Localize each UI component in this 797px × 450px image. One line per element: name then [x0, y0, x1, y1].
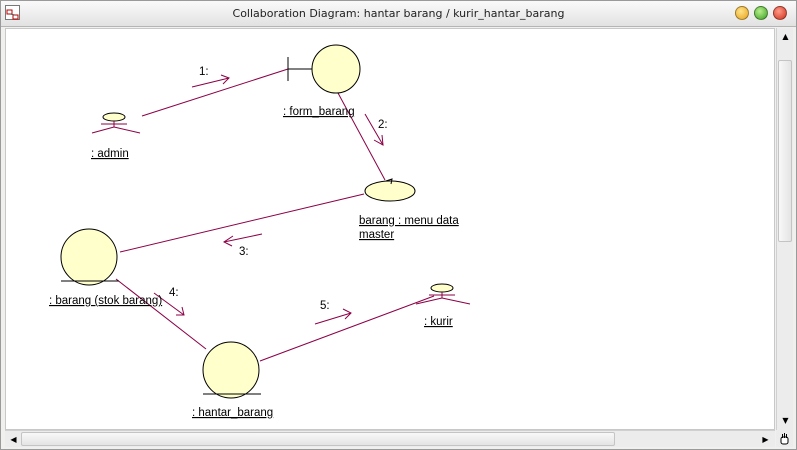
message-arrow-5[interactable] — [314, 308, 352, 325]
link-admin-form[interactable] — [141, 68, 289, 117]
diagram-window-icon[interactable] — [5, 5, 20, 20]
label-kurir: : kurir — [424, 316, 453, 328]
link-menu-stok[interactable] — [119, 193, 365, 253]
object-menu-data-master[interactable] — [364, 178, 416, 202]
message-arrow-2[interactable] — [364, 113, 384, 146]
object-form-barang[interactable] — [287, 44, 361, 94]
label-stok-barang: : barang (stok barang) — [49, 295, 162, 307]
window-title: Collaboration Diagram: hantar barang / k… — [232, 7, 565, 20]
message-label-4: 4: — [169, 287, 179, 299]
label-hantar-barang: : hantar_barang — [192, 407, 273, 419]
arrow-left-icon[interactable]: ◀ — [10, 435, 17, 444]
close-button[interactable] — [773, 6, 787, 20]
maximize-button[interactable] — [754, 6, 768, 20]
message-label-5: 5: — [320, 300, 330, 312]
label-admin: : admin — [91, 148, 129, 160]
link-form-menu[interactable] — [337, 92, 386, 181]
diagram-canvas[interactable]: : admin : form_barang barang : menu data… — [5, 28, 775, 430]
link-hantar-kurir[interactable] — [259, 295, 435, 362]
message-arrow-4[interactable] — [153, 292, 185, 316]
vertical-scroll-thumb[interactable] — [778, 60, 792, 242]
arrow-up-icon[interactable]: ▲ — [782, 32, 789, 41]
minimize-button[interactable] — [735, 6, 749, 20]
object-hantar-barang[interactable] — [202, 341, 261, 399]
label-menu-line1: barang : menu data — [359, 215, 459, 227]
collaboration-diagram: : admin : form_barang barang : menu data… — [49, 44, 471, 419]
label-form-barang: : form_barang — [283, 106, 355, 118]
label-menu-line2: master — [359, 229, 394, 241]
horizontal-scrollbar[interactable]: ◀ ▶ — [5, 430, 775, 447]
arrow-right-icon[interactable]: ▶ — [762, 435, 769, 444]
message-label-2: 2: — [378, 119, 388, 131]
message-arrow-1[interactable] — [191, 74, 230, 88]
title-bar[interactable]: Collaboration Diagram: hantar barang / k… — [1, 1, 796, 27]
horizontal-scroll-thumb[interactable] — [21, 432, 615, 446]
object-stok-barang[interactable] — [60, 228, 119, 286]
hand-pan-icon[interactable] — [776, 430, 793, 447]
actor-kurir[interactable] — [415, 283, 471, 305]
message-label-3: 3: — [239, 246, 249, 258]
link-stok-hantar[interactable] — [115, 278, 207, 350]
vertical-scrollbar[interactable]: ▲ ▼ — [776, 28, 793, 430]
arrow-down-icon[interactable]: ▼ — [782, 416, 789, 425]
message-arrow-3[interactable] — [223, 233, 263, 247]
actor-admin[interactable] — [91, 112, 141, 134]
message-label-1: 1: — [199, 66, 209, 78]
